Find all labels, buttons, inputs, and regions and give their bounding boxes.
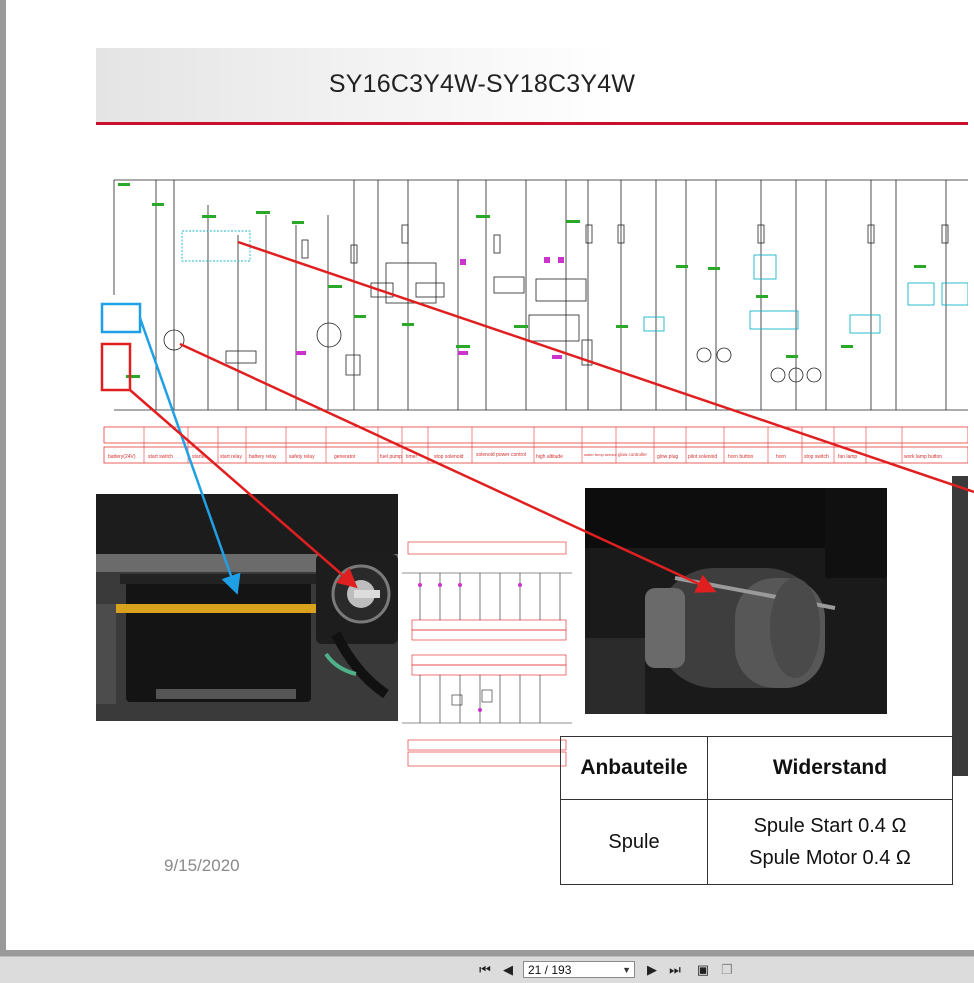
schem-label-work-lamp-button: work lamp button	[904, 454, 942, 460]
starter-motor-photo	[585, 488, 887, 714]
resistance-table: Anbauteile Widerstand Spule Spule Start …	[560, 736, 953, 885]
slide-title: SY16C3Y4W-SY18C3Y4W	[328, 70, 636, 98]
fit-page-icon[interactable]: ▣	[696, 962, 710, 977]
mini-schematic	[402, 541, 572, 767]
table-header-resistance: Widerstand	[707, 736, 953, 800]
schem-label-stop-switch: stop switch	[804, 454, 829, 460]
resistance-line-motor: Spule Motor 0.4 Ω	[749, 847, 911, 869]
table-cell-part: Spule	[560, 799, 708, 885]
schem-label-water-temp: water temp sensor	[584, 452, 618, 457]
slide-date: 9/15/2020	[164, 856, 240, 875]
schem-label-glow-controller: glow controller	[618, 452, 648, 457]
schem-label-pilot-solenoid: pilot solenoid	[688, 454, 717, 460]
viewer-toolbar: ⏮ ◀ 21 / 193 ▼ ▶ ⏭ ▣ ❐	[0, 956, 974, 983]
continuous-page-icon[interactable]: ❐	[721, 962, 733, 977]
schem-label-solenoid-power: solenoid power control	[476, 452, 526, 458]
schem-label-starter: starter	[192, 454, 207, 460]
previous-page-icon[interactable]: ◀	[503, 962, 513, 977]
schem-label-safety-relay: safety relay	[289, 454, 315, 460]
schem-label-battery-relay: battery relay	[249, 454, 277, 460]
resistance-line-start: Spule Start 0.4 Ω	[753, 815, 907, 837]
battery-photo	[96, 494, 398, 721]
page-indicator: 21 / 193	[528, 963, 572, 977]
first-page-icon[interactable]: ⏮	[479, 962, 491, 977]
schem-label-battery: battery(24V)	[108, 454, 136, 460]
slide-header-rule	[96, 122, 968, 125]
schem-label-horn: horn	[776, 454, 786, 460]
schem-label-start-switch: start switch	[148, 454, 173, 460]
schem-label-glow-plug: glow plug	[657, 454, 678, 460]
schem-label-fan-lamp: fan lamp	[838, 454, 857, 460]
chevron-down-icon[interactable]: ▼	[622, 965, 631, 975]
schem-label-high-altitude: high altitude	[536, 454, 563, 460]
next-page-icon[interactable]: ▶	[647, 962, 657, 977]
schem-label-generator: generator	[334, 454, 356, 460]
page-number-field[interactable]: 21 / 193 ▼	[523, 961, 635, 978]
table-row: Spule Spule Start 0.4 Ω Spule Motor 0.4 …	[560, 799, 953, 885]
schem-label-stop-solenoid: stop solenoid	[434, 454, 464, 460]
schem-label-fuel-pump: fuel pump	[380, 454, 402, 460]
last-page-icon[interactable]: ⏭	[669, 962, 681, 977]
schem-label-horn-button: horn button	[728, 454, 754, 460]
schem-label-start-relay: start relay	[220, 454, 242, 460]
schem-label-timer: timer	[406, 454, 417, 460]
table-cell-resistance: Spule Start 0.4 Ω Spule Motor 0.4 Ω	[707, 799, 953, 885]
table-header-part: Anbauteile	[560, 736, 708, 800]
wiring-schematic: battery(24V) start switch starter start …	[103, 179, 968, 464]
slide-header-band	[96, 48, 968, 123]
cropped-photo-edge	[952, 476, 968, 776]
